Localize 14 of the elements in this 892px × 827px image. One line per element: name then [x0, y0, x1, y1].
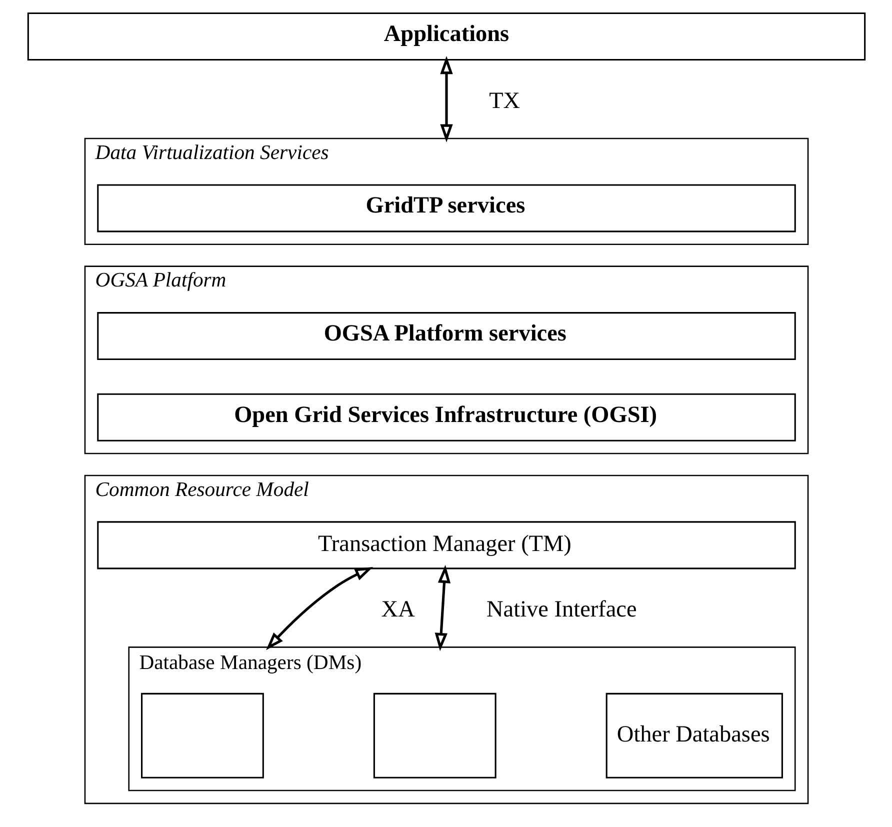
- node-box: OGSA Platform services: [96, 312, 796, 360]
- node-box: GridTP services: [96, 184, 796, 232]
- arrow: [440, 56, 452, 142]
- edge-label: TX: [488, 88, 520, 114]
- node-box: Transaction Manager (TM): [96, 521, 796, 570]
- node-box: Open Grid Services Infrastructure (OGSI): [96, 393, 796, 442]
- edge-label: Native Interface: [486, 596, 636, 623]
- node-box: [372, 692, 496, 778]
- node-box: Applications: [26, 12, 866, 60]
- node-box: [140, 692, 264, 778]
- arrow: [266, 567, 373, 650]
- node-box: Other Databases: [605, 692, 782, 778]
- edge-label: XA: [380, 596, 414, 623]
- arrow: [434, 564, 450, 652]
